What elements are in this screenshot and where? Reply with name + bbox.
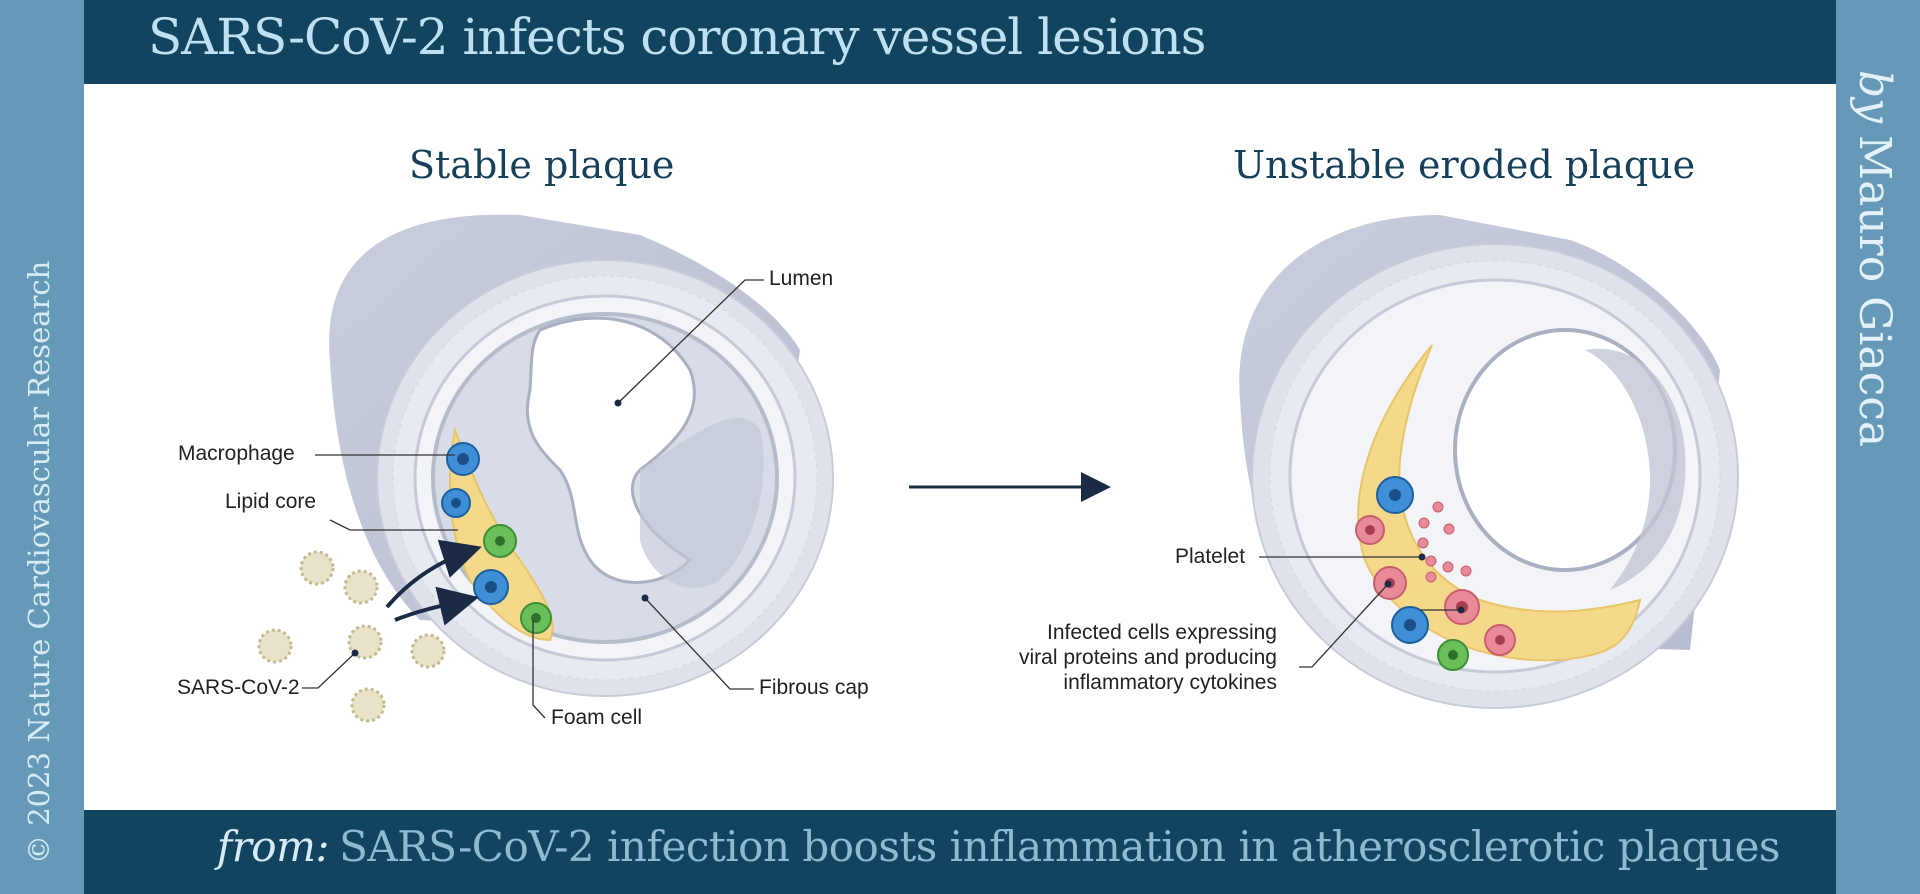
- label-infected-cells: Infected cells expressing viral proteins…: [1019, 621, 1277, 694]
- platelet-dot: [1418, 517, 1430, 529]
- source-title: SARS-CoV-2 infection boosts inflammation…: [339, 822, 1780, 871]
- macrophage-cell: [473, 569, 509, 605]
- macrophage-cell: [1391, 606, 1429, 644]
- platelets: [1417, 501, 1472, 583]
- foam-cell: [483, 524, 517, 558]
- label-fibrous-cap: Fibrous cap: [759, 676, 869, 699]
- macrophage-cell: [446, 442, 480, 476]
- right-side-band: [1836, 0, 1920, 894]
- stable-plaque-vessel: [329, 214, 834, 697]
- infected-cell: [1355, 515, 1385, 545]
- unstable-plaque-heading: Unstable eroded plaque: [1233, 143, 1696, 187]
- platelet-dot: [1442, 561, 1454, 573]
- title-bar: [84, 0, 1836, 84]
- right-leader-lines: [1259, 556, 1461, 668]
- leader-dots: [1384, 553, 1465, 614]
- label-foam-cell: Foam cell: [551, 706, 643, 729]
- virus-entry-arrow: [394, 586, 479, 626]
- stable-plaque-heading: Stable plaque: [409, 143, 675, 187]
- foam-cell: [1437, 639, 1469, 671]
- virus-entry-arrow: [385, 539, 482, 609]
- virus-particle: [343, 569, 379, 605]
- label-macrophage: Macrophage: [178, 442, 295, 465]
- platelet-dot: [1432, 501, 1444, 513]
- leader-dots: [351, 399, 649, 657]
- foam-cell: [520, 602, 552, 634]
- sars-cov-2-particles: [257, 550, 446, 723]
- virus-particle: [410, 633, 446, 669]
- label-platelet: Platelet: [1175, 545, 1246, 568]
- platelet-dot: [1443, 523, 1455, 535]
- macrophage-cell: [1376, 476, 1414, 514]
- left-leader-lines: [302, 279, 764, 719]
- virus-particle: [347, 624, 383, 660]
- page-title: SARS-CoV-2 infects coronary vessel lesio…: [148, 8, 1206, 66]
- lumen-shadow: [640, 417, 764, 588]
- left-side-band: [0, 0, 84, 894]
- platelet-dot: [1425, 555, 1437, 567]
- virus-particle: [257, 628, 293, 664]
- platelet-dot: [1417, 537, 1429, 549]
- platelet-dot: [1460, 565, 1472, 577]
- macrophage-cell: [441, 488, 471, 518]
- label-lipid-core: Lipid core: [225, 490, 317, 513]
- label-lumen: Lumen: [769, 267, 834, 290]
- label-sars-cov-2: SARS-CoV-2: [177, 676, 300, 699]
- source-citation: from:SARS-CoV-2 infection boosts inflamm…: [216, 822, 1781, 871]
- infected-cell: [1484, 624, 1516, 656]
- footer-bar: [84, 810, 1836, 894]
- lumen-shadow: [1585, 348, 1686, 590]
- virus-particle: [350, 687, 386, 723]
- platelet-dot: [1425, 571, 1437, 583]
- from-label: from:: [216, 822, 330, 871]
- virus-particle: [299, 550, 335, 586]
